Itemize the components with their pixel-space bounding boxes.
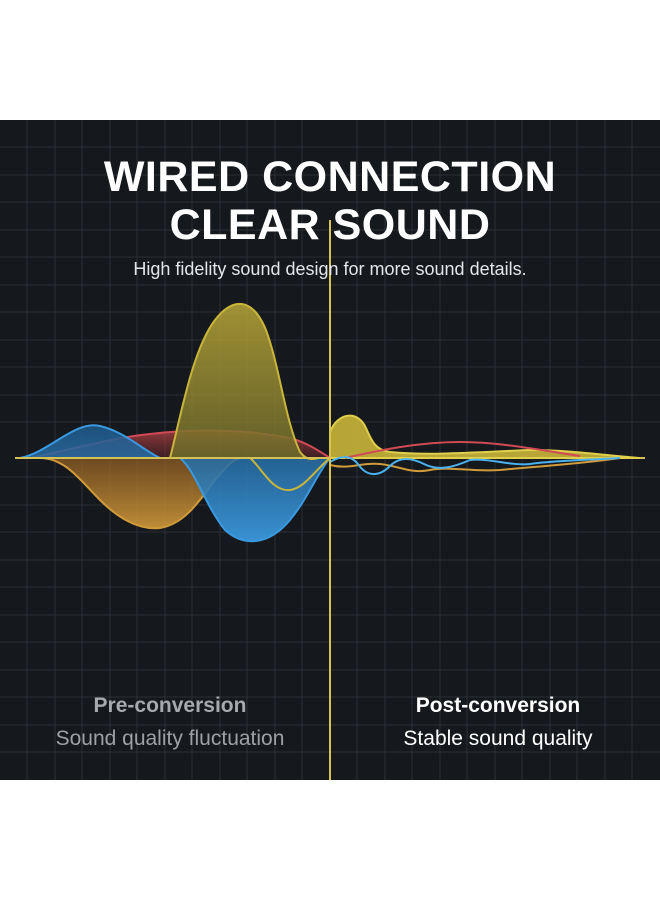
post-conversion-heading: Post-conversion [415,694,581,717]
headline-line-1: WIRED CONNECTION [103,153,557,201]
post-conversion-description: Stable sound quality [403,727,593,750]
blue-wave-pre [19,424,333,543]
blue-wave-post [329,456,621,475]
pre-conversion-heading: Pre-conversion [93,694,247,717]
pre-conversion-description: Sound quality fluctuation [55,727,285,750]
waveform-illustration [0,120,660,780]
subtitle: High fidelity sound design for more soun… [133,259,527,279]
red-wave-post [344,440,581,459]
headline-line-2: CLEAR SOUND [169,201,491,249]
orange-wave-post [329,457,621,473]
yellow-fluctuation-line [249,457,331,492]
sound-comparison-panel: WIRED CONNECTION CLEAR SOUND High fideli… [0,120,660,780]
yellow-wave-pre [168,303,319,461]
